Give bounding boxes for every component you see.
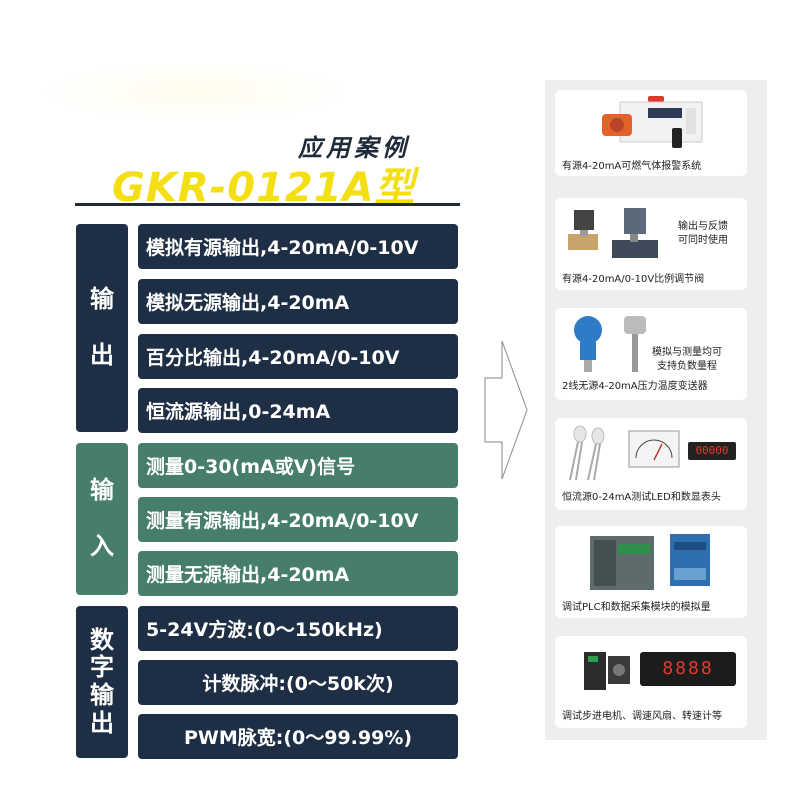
output-item: 模拟有源输出,4-20mA/0-10V (138, 224, 458, 269)
case-note-line: 支持负数量程 (657, 361, 717, 372)
group-input-char: 入 (90, 532, 114, 560)
case-caption: 恒流源0-24mA测试LED和数显表头 (562, 492, 721, 503)
output-item: 恒流源输出,0-24mA (138, 388, 458, 433)
alarm-controller-image (602, 96, 703, 148)
digital-item: 5-24V方波:(0～150kHz) (138, 606, 458, 651)
case-note-line: 输出与反馈 (678, 221, 728, 232)
group-digital-char: 输 (90, 681, 114, 709)
group-digital-char: 数 (90, 625, 114, 654)
case-caption: 有源4-20mA可燃气体报警系统 (562, 161, 702, 172)
output-item: 模拟无源输出,4-20mA (138, 279, 458, 324)
valve-image (568, 208, 658, 258)
digital-item: 计数脉冲:(0～50k次) (138, 660, 458, 705)
case-caption: 有源4-20mA/0-10V比例调节阀 (562, 274, 705, 285)
case-note: 输出与反馈 可同时使用 (678, 220, 728, 248)
case-caption: 调试步进电机、调速风扇、转速计等 (562, 711, 722, 722)
case-note-line: 模拟与测量均可 (652, 347, 722, 358)
stepper-motor-image (584, 652, 630, 690)
input-item: 测量0-30(mA或V)信号 (138, 443, 458, 488)
group-digital-output: 数 字 输 出 (76, 606, 128, 758)
case-note-line: 可同时使用 (678, 235, 728, 246)
input-item: 测量无源输出,4-20mA (138, 551, 458, 596)
page-subtitle: 应用案例 (298, 134, 410, 162)
speed-meter-display: 8888 (640, 652, 736, 686)
title-divider (75, 203, 460, 206)
output-item: 百分比输出,4-20mA/0-10V (138, 334, 458, 379)
led-image (569, 425, 605, 481)
group-digital-char: 出 (90, 708, 114, 737)
group-output-char: 输 (90, 285, 114, 314)
header-glow (30, 62, 360, 122)
transmitter-image (574, 316, 646, 372)
input-item: 测量有源输出,4-20mA/0-10V (138, 497, 458, 542)
right-arrow-icon (484, 340, 528, 480)
plc-image (590, 534, 710, 590)
group-input: 输 入 (76, 443, 128, 595)
case-caption: 调试PLC和数据采集模块的模拟量 (562, 602, 711, 613)
case-caption: 2线无源4-20mA压力温度变送器 (562, 381, 708, 392)
group-output: 输 出 (76, 224, 128, 432)
group-digital-char: 字 (90, 653, 114, 682)
digital-meter-display: 00000 (688, 442, 736, 460)
case-note: 模拟与测量均可 支持负数量程 (652, 346, 722, 374)
group-input-char: 输 (90, 476, 114, 505)
application-panel (545, 80, 767, 740)
group-output-char: 出 (90, 341, 114, 369)
analog-meter-image (628, 430, 680, 468)
digital-item: PWM脉宽:(0～99.99%) (138, 714, 458, 759)
